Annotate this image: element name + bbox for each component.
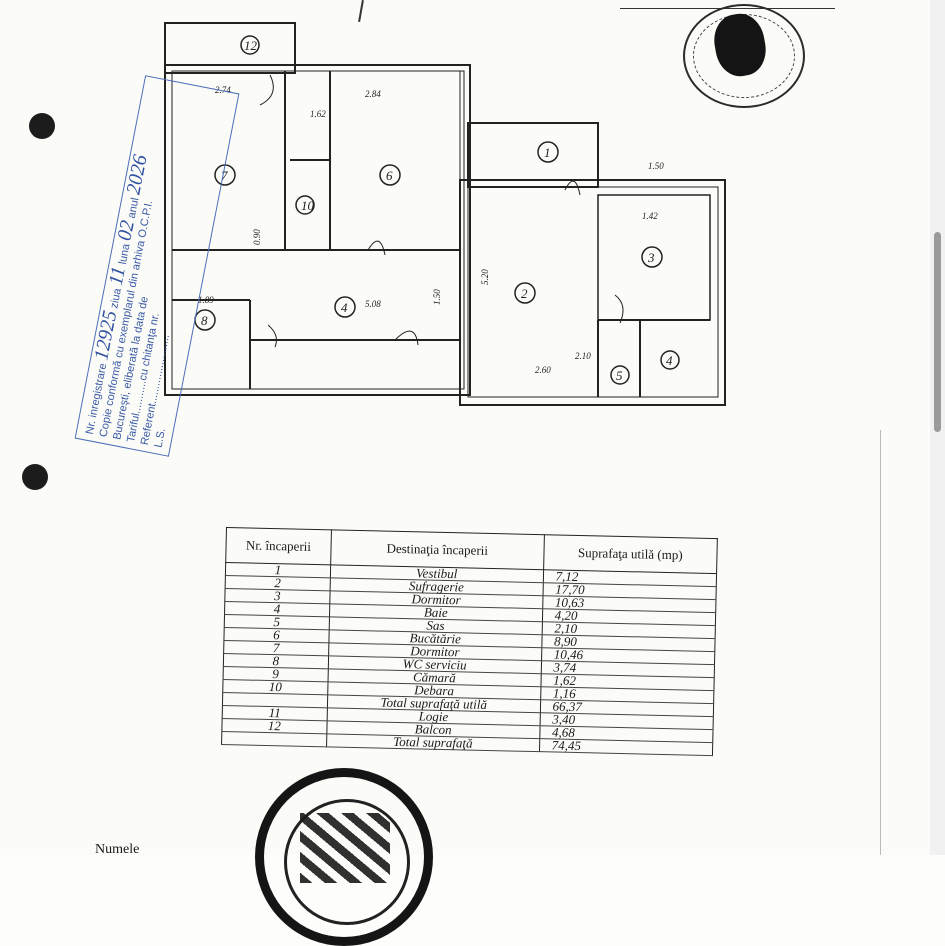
document-page [0,0,930,855]
svg-text:12: 12 [244,38,258,53]
margin-line [880,430,881,855]
numele-label: Numele [95,842,140,857]
svg-text:1.62: 1.62 [310,109,326,119]
svg-text:2.74: 2.74 [215,85,231,95]
svg-text:6: 6 [386,168,393,183]
header-destination: Destinaţia încaperii [330,529,545,570]
floor-plan-drawing: 7 6 10 4 8 2 3 1 4 5 12 2.74 2.84 5.08 5… [164,22,726,406]
floor-plan: 7 6 10 4 8 2 3 1 4 5 12 2.74 2.84 5.08 5… [150,5,750,425]
svg-text:1.42: 1.42 [642,211,658,221]
punch-hole [22,464,48,490]
svg-text:10: 10 [301,198,315,213]
cell-nr [221,731,327,747]
scrollbar-thumb[interactable] [934,232,941,432]
svg-text:7: 7 [221,168,228,183]
svg-text:5.08: 5.08 [365,299,381,309]
rooms-table-container: Nr. încaperii Destinaţia încaperii Supra… [221,527,718,756]
svg-text:1.50: 1.50 [432,289,442,305]
svg-text:1.89: 1.89 [198,295,214,305]
svg-text:8: 8 [201,313,208,328]
header-nr: Nr. încaperii [225,527,332,565]
svg-text:2: 2 [521,286,528,301]
header-surface: Suprafaţa utilă (mp) [543,534,718,574]
svg-text:2.84: 2.84 [365,89,381,99]
svg-text:0.90: 0.90 [252,229,262,245]
svg-text:4: 4 [341,300,348,315]
svg-text:1: 1 [544,145,551,160]
svg-text:5.20: 5.20 [480,269,490,285]
svg-text:2.60: 2.60 [535,365,551,375]
official-seal [683,4,805,108]
svg-text:3: 3 [647,250,655,265]
rooms-table: Nr. încaperii Destinaţia încaperii Supra… [221,527,718,756]
bottom-seal [255,768,433,946]
scrollbar-track[interactable] [930,0,945,855]
svg-text:2.10: 2.10 [575,351,591,361]
svg-text:1.50: 1.50 [648,161,664,171]
svg-text:5: 5 [616,368,623,383]
svg-text:4: 4 [666,353,673,368]
punch-hole [29,113,55,139]
